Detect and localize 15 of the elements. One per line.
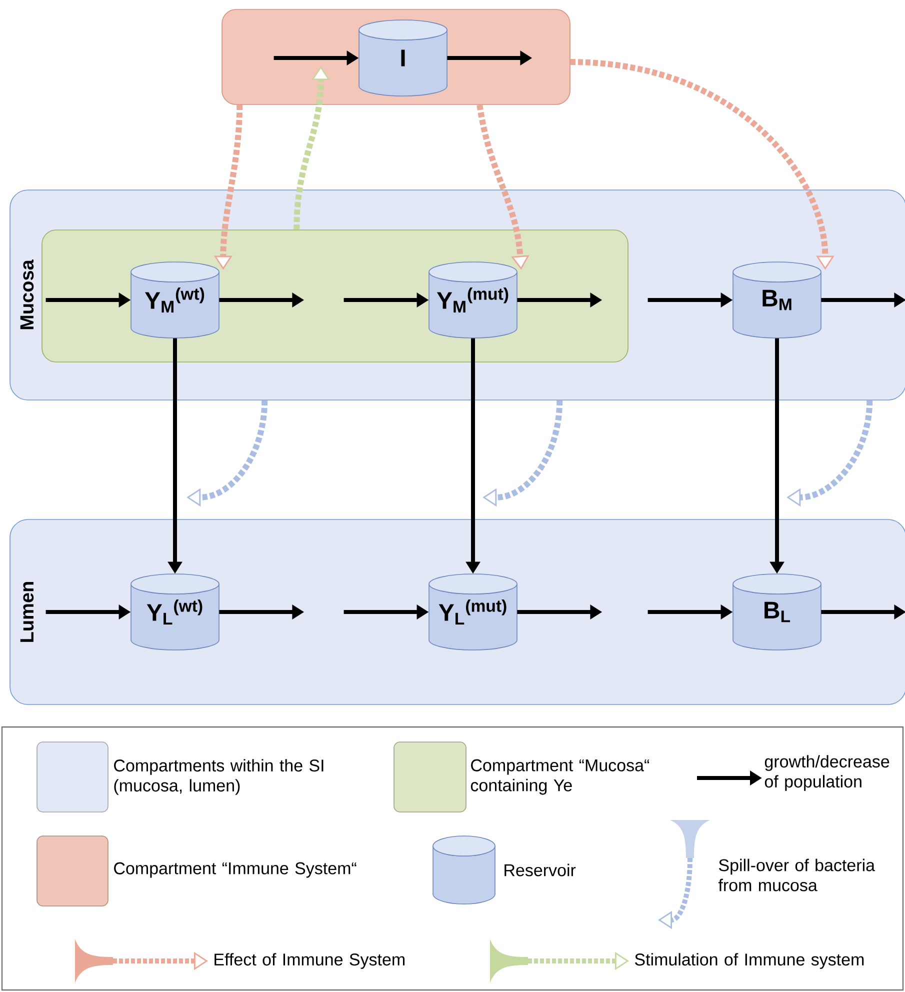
legend-text: growth/decrease of population (764, 755, 890, 791)
legend-text: Compartments within the SI (mucosa, lumen) (114, 759, 324, 795)
reservoir-cylinder: I (358, 20, 448, 96)
reservoir-cylinder: Y$_{L}$(wt) (130, 574, 220, 650)
legend-text: Compartment “Immune System“ (114, 862, 356, 878)
legend-text: Effect of Immune System (214, 953, 404, 969)
legend-text: Stimulation of Immune system (634, 953, 864, 969)
reservoir-cylinder: Y$_{L}$(mut) (428, 574, 518, 650)
legend-text: Spill-over of bacteria from mucosa (718, 858, 876, 892)
reservoir-cylinder: Y$_{M}$(mut) (428, 262, 518, 338)
legend-text: Reservoir (504, 864, 576, 876)
reservoir-cylinder: B$_{M}$ (732, 262, 822, 338)
legend-text: Compartment “Mucosa“ containing Ye (470, 759, 650, 795)
reservoir-cylinder: Y$_{M}$(wt) (130, 262, 220, 338)
reservoir-cylinder: B$_{L}$ (732, 574, 822, 650)
